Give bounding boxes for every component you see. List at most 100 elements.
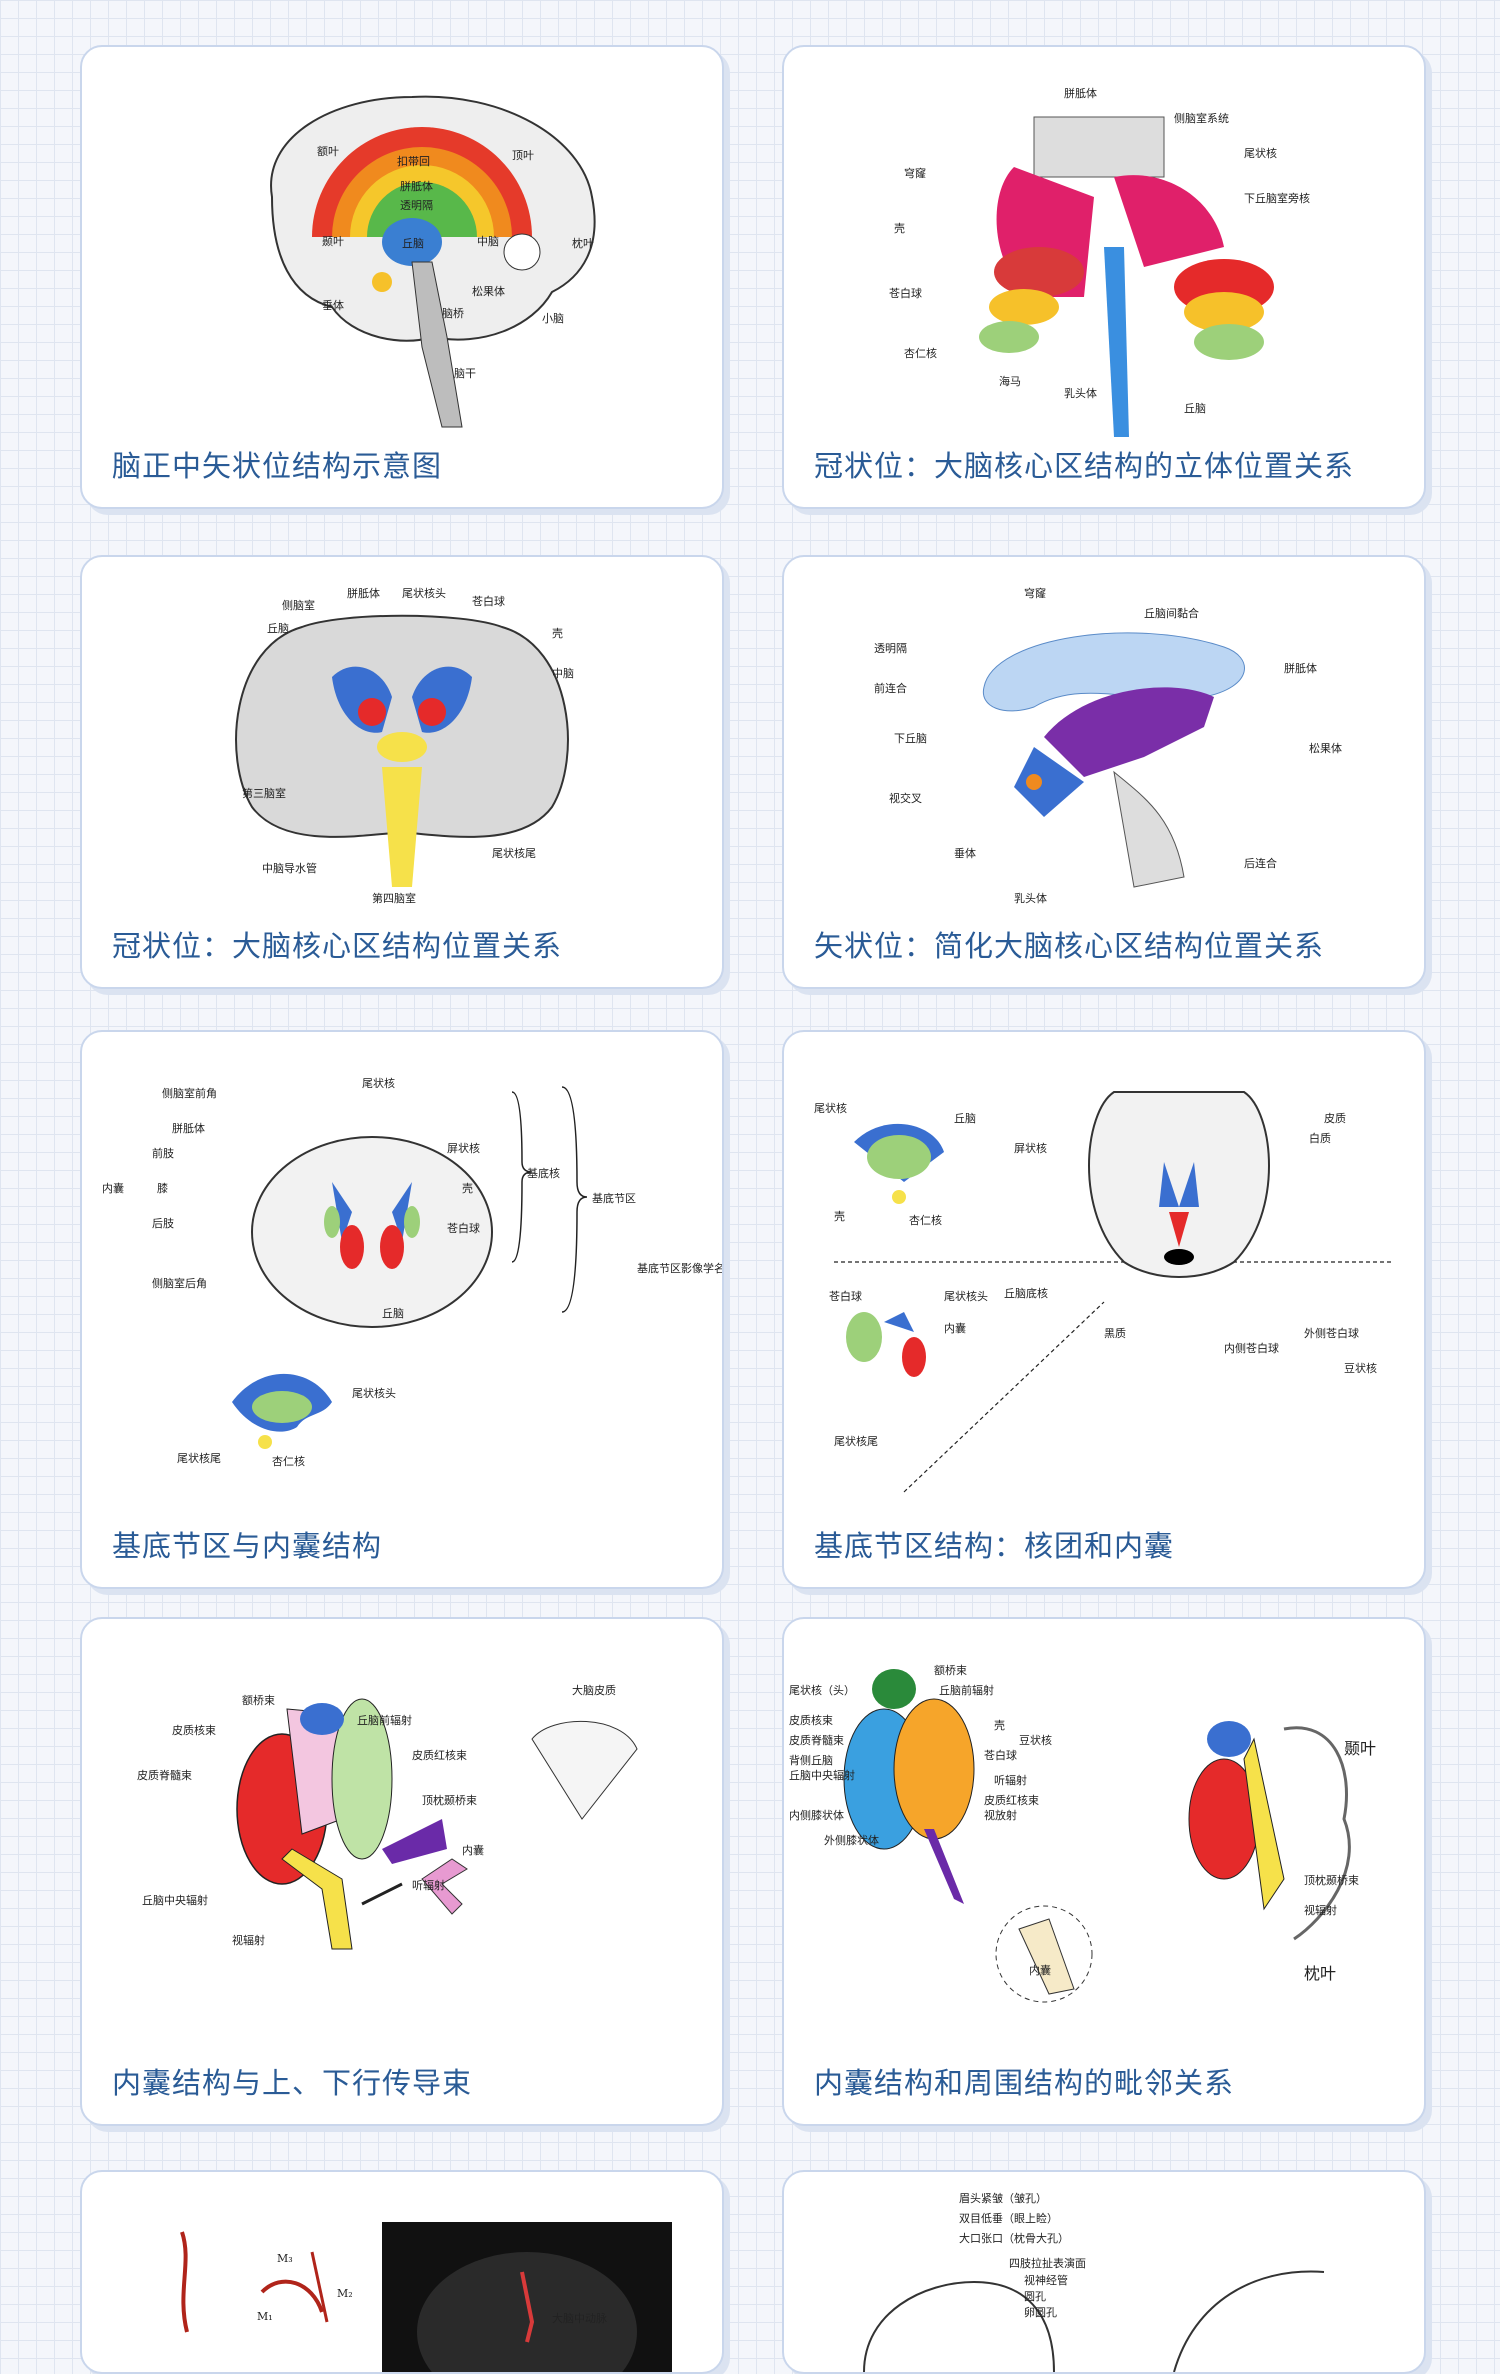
label-optic-rad: 视辐射	[232, 1933, 265, 1947]
label-ath8: 丘脑前辐射	[939, 1683, 994, 1697]
midsagittal-brain-illustration: 额叶 顶叶 扣带回 胼胝体 透明隔 丘脑 颞叶 枕叶 中脑 垂体 松果体 脑桥 …	[270, 95, 596, 428]
label-globus: 苍白球	[889, 286, 922, 300]
label-mca: 大脑中动脉	[552, 2311, 607, 2325]
label-cortex7: 大脑皮质	[572, 1683, 616, 1697]
label-putamen: 壳	[894, 221, 905, 235]
label-ant-limb: 前肢	[152, 1146, 174, 1160]
label-caudate5: 尾状核	[362, 1076, 395, 1090]
label-caudate-tail: 尾状核尾	[492, 846, 536, 860]
label-cc3: 胼胝体	[347, 586, 380, 600]
label-brainstem: 脑干	[454, 367, 476, 380]
label-basal-nuclei: 基底核	[527, 1166, 560, 1180]
label-globus5: 苍白球	[447, 1221, 480, 1235]
label-cingulate: 扣带回	[397, 154, 430, 168]
label-temporal8: 颞叶	[1344, 1739, 1376, 1758]
label-midbrain: 中脑	[477, 235, 499, 248]
label-mgb8: 内侧膝状体	[789, 1808, 844, 1822]
label-midbrain3: 中脑	[552, 667, 574, 680]
label-third-ventricle: 第三脑室	[242, 786, 286, 800]
label-claustrum6: 屏状核	[1014, 1141, 1047, 1155]
label-ant-commissure: 前连合	[874, 681, 907, 695]
label-lentiform8: 豆状核	[1019, 1733, 1052, 1747]
label-lentiform: 豆状核	[1344, 1361, 1377, 1375]
figure-caption: 冠状位：大脑核心区结构位置关系	[112, 929, 563, 963]
figure-card-basal-ganglia[interactable]: 尾状核 侧脑室前角 胼胝体 屏状核 前肢 膝 内囊 后肢 壳 苍白球 侧脑室后角…	[80, 1030, 724, 1589]
figure-card-coronal[interactable]: 胼胝体 尾状核头 苍白球 侧脑室 丘脑 壳 中脑 第三脑室 尾状核尾 中脑导水管…	[80, 555, 724, 989]
label-capsule6: 内囊	[944, 1321, 966, 1335]
label-septum: 透明隔	[400, 199, 433, 212]
figure-card-sagittal-simple[interactable]: 穹窿 丘脑间黏合 透明隔 胼胝体 前连合 下丘脑 松果体 视交叉 垂体 乳头体 …	[782, 555, 1426, 989]
label-sk6: 圆孔	[1024, 2290, 1046, 2303]
coronal-brain-illustration: 胼胝体 尾状核头 苍白球 侧脑室 丘脑 壳 中脑 第三脑室 尾状核尾 中脑导水管…	[235, 586, 574, 905]
figure-card-skull-foramina[interactable]: 眉头紧皱（皱孔） 双目低垂（眼上睑） 大口张口（枕骨大孔） 四肢拉扯表演面 视神…	[782, 2170, 1426, 2374]
label-fp8: 额桥束	[934, 1664, 967, 1677]
label-pvn: 下丘脑室旁核	[1244, 191, 1310, 205]
label-m2: M₂	[337, 2287, 353, 2300]
capsule-neighbors-illustration: 额桥束 丘脑前辐射 尾状核（头） 皮质核束 皮质脊髓束 背侧丘脑 丘脑中央辐射 …	[789, 1664, 1376, 2003]
label-sk1: 眉头紧皱（皱孔）	[959, 2192, 1047, 2205]
label-corticorubral: 皮质红核束	[412, 1748, 467, 1762]
figure-caption: 基底节区结构：核团和内囊	[814, 1529, 1175, 1563]
label-thalamus3: 丘脑	[267, 622, 289, 635]
label-claustrum: 屏状核	[447, 1141, 480, 1155]
label-sk5: 视神经管	[1024, 2273, 1068, 2287]
label-putamen5: 壳	[462, 1181, 473, 1195]
label-pons: 脑桥	[442, 307, 464, 320]
label-corticospinal: 皮质脊髓束	[137, 1768, 192, 1782]
label-pineal4: 松果体	[1309, 741, 1342, 755]
label-cortex: 皮质	[1324, 1112, 1346, 1125]
label-interthalamic: 丘脑间黏合	[1144, 606, 1199, 620]
label-cs8: 皮质脊髓束	[789, 1733, 844, 1747]
label-caudate-head: 尾状核头	[402, 586, 446, 600]
label-ant-horn: 侧脑室前角	[162, 1086, 217, 1100]
figure-card-capsule-tracts[interactable]: 大脑皮质 额桥束 丘脑前辐射 皮质核束 皮质红核束 皮质脊髓束 顶枕颞桥束 内囊…	[80, 1617, 724, 2126]
label-chiasm: 视交叉	[889, 791, 922, 805]
label-ventricle: 侧脑室系统	[1174, 111, 1229, 125]
label-mammillary4: 乳头体	[1014, 891, 1047, 905]
label-frontopontine: 额桥束	[242, 1694, 275, 1707]
label-m3: M₃	[277, 2252, 293, 2265]
label-cc4: 胼胝体	[1284, 661, 1317, 675]
label-amygdala5: 杏仁核	[272, 1454, 305, 1468]
label-cb8: 皮质核束	[789, 1713, 833, 1727]
label-hippocampus: 海马	[999, 374, 1021, 388]
label-thalamus2: 丘脑	[1184, 402, 1206, 415]
label-ar8: 听辐射	[994, 1773, 1027, 1787]
label-pituitary: 垂体	[322, 298, 344, 312]
label-genu: 膝	[157, 1182, 168, 1195]
label-basal-region: 基底节区	[592, 1191, 636, 1205]
label-lateral-gp: 外侧苍白球	[1304, 1326, 1359, 1340]
figure-card-coronal-3d[interactable]: 胼胝体 侧脑室系统 穹窿 尾状核 下丘脑室旁核 壳 苍白球 杏仁核 海马 乳头体…	[782, 45, 1426, 509]
basal-ganglia-illustration: 尾状核 侧脑室前角 胼胝体 屏状核 前肢 膝 内囊 后肢 壳 苍白球 侧脑室后角…	[102, 1076, 722, 1468]
label-globus3: 苍白球	[472, 594, 505, 608]
label-corticobulbar: 皮质核束	[172, 1723, 216, 1737]
label-caudate-tail6: 尾状核尾	[834, 1434, 878, 1448]
sagittal-simple-illustration: 穹窿 丘脑间黏合 透明隔 胼胝体 前连合 下丘脑 松果体 视交叉 垂体 乳头体 …	[874, 586, 1342, 905]
label-caudate-head5: 尾状核头	[352, 1386, 396, 1400]
label-white-matter: 白质	[1309, 1131, 1331, 1145]
label-cc: 胼胝体	[1064, 86, 1097, 100]
figure-caption: 基底节区与内囊结构	[112, 1529, 383, 1563]
label-putamen8: 壳	[994, 1718, 1005, 1732]
coronal-3d-illustration: 胼胝体 侧脑室系统 穹窿 尾状核 下丘脑室旁核 壳 苍白球 杏仁核 海马 乳头体…	[889, 86, 1310, 437]
figure-card-nuclei-capsule[interactable]: 尾状核 丘脑 壳 杏仁核 皮质 白质 屏状核 苍白球 尾状核头 内囊 丘脑底核 …	[782, 1030, 1426, 1589]
label-parietal: 顶叶	[512, 149, 534, 162]
figure-card-capsule-neighbors[interactable]: 额桥束 丘脑前辐射 尾状核（头） 皮质核束 皮质脊髓束 背侧丘脑 丘脑中央辐射 …	[782, 1617, 1426, 2126]
label-temporal: 颞叶	[322, 235, 344, 248]
figure-caption: 冠状位：大脑核心区结构的立体位置关系	[814, 449, 1355, 483]
label-occipital: 枕叶	[572, 236, 594, 250]
label-or8: 视放射	[984, 1808, 1017, 1822]
figure-card-mca[interactable]: M₁ M₂ M₃ 大脑中动脉	[80, 2170, 724, 2374]
figure-caption: 内囊结构与上、下行传导束	[112, 2066, 473, 2100]
label-lgb8: 外侧膝状体	[824, 1833, 879, 1847]
label-caudate8: 尾状核（头）	[789, 1683, 855, 1697]
label-corpus-callosum: 胼胝体	[400, 179, 433, 193]
label-cerebellum: 小脑	[542, 312, 564, 325]
label-fornix: 穹窿	[904, 166, 926, 180]
label-post-limb: 后肢	[152, 1216, 174, 1230]
label-dt8: 背侧丘脑	[789, 1753, 833, 1767]
label-subthalamic: 丘脑底核	[1004, 1286, 1048, 1300]
label-aqueduct: 中脑导水管	[262, 861, 317, 875]
figure-card-midsagittal[interactable]: 额叶 顶叶 扣带回 胼胝体 透明隔 丘脑 颞叶 枕叶 中脑 垂体 松果体 脑桥 …	[80, 45, 724, 509]
figure-caption: 脑正中矢状位结构示意图	[112, 449, 443, 483]
